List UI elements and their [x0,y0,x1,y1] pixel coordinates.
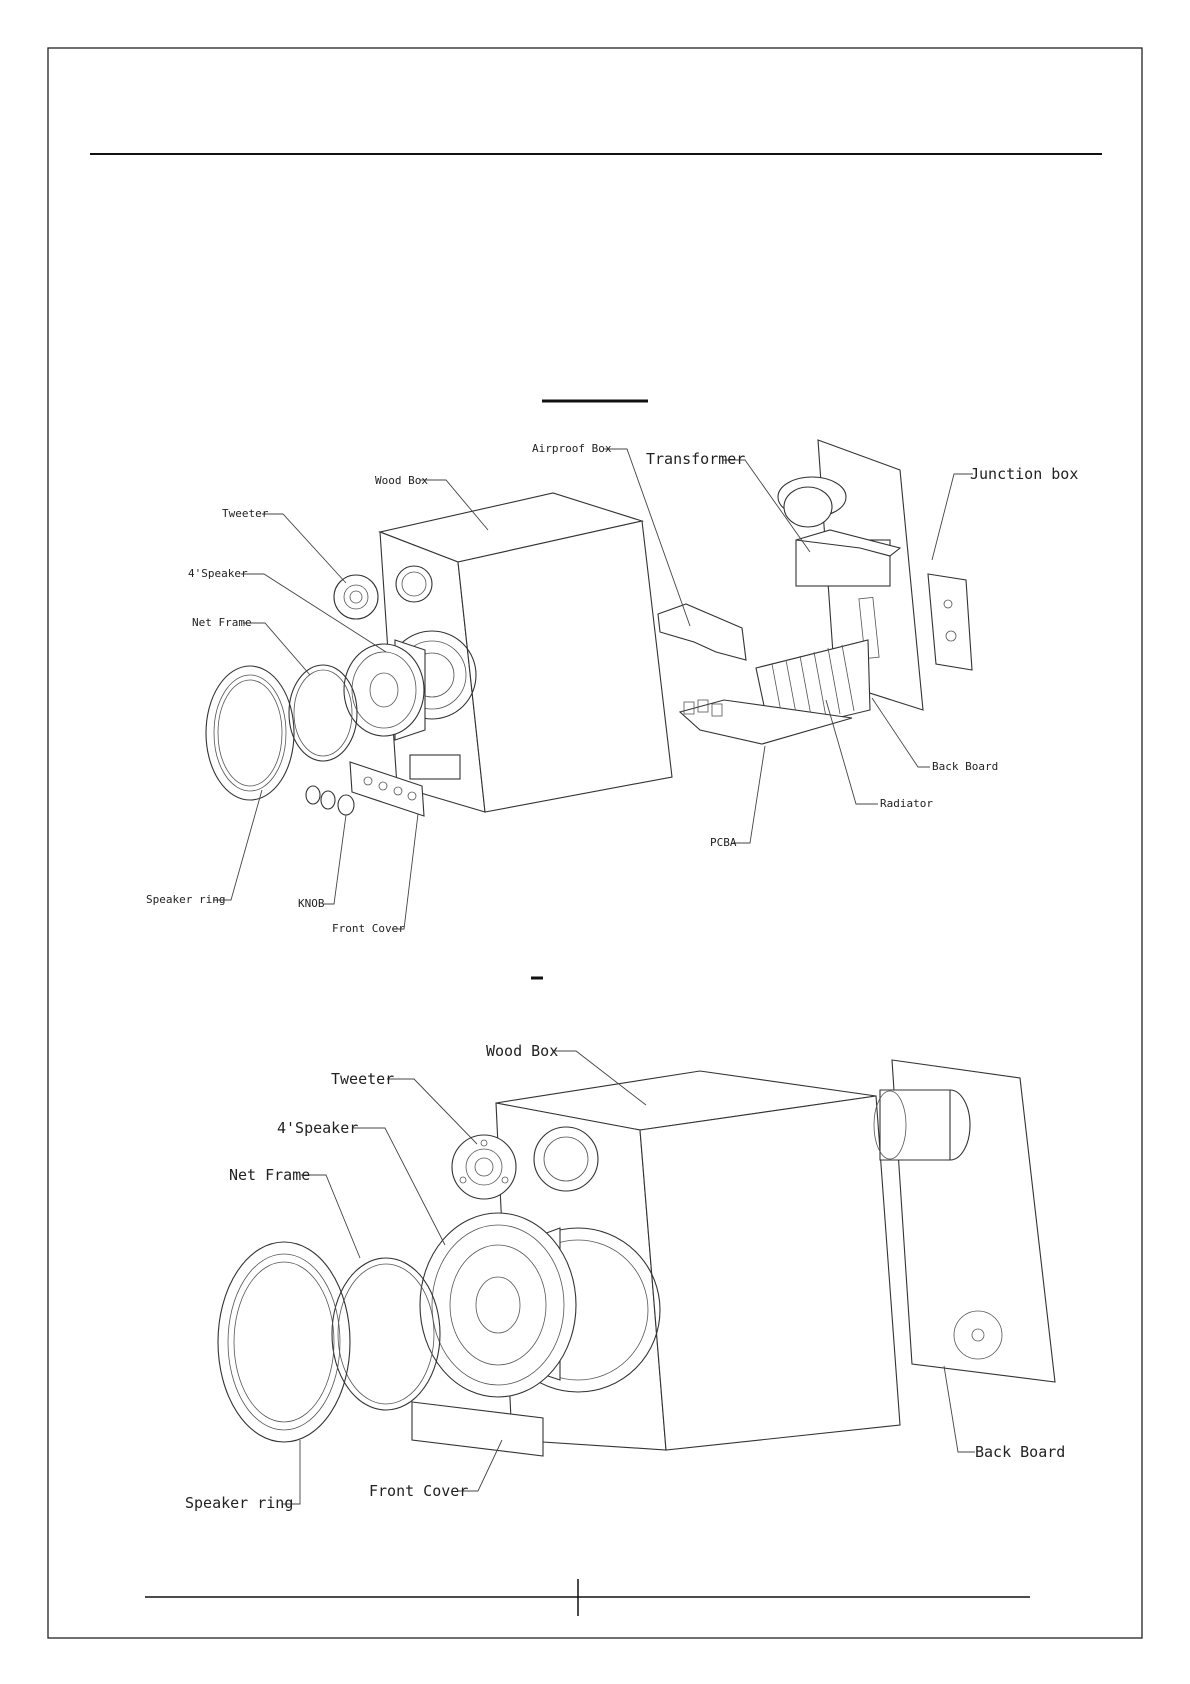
top-label-transformer: Transformer [646,450,745,468]
top-label-front-cover: Front Cover [332,922,405,935]
top-label-airproof-box: Airproof Box [532,442,611,455]
top-junction-box [928,574,972,670]
top-speaker-ring [206,666,294,800]
top-exploded-view [206,440,973,929]
top-label-tweeter: Tweeter [222,507,268,520]
top-label-knob: KNOB [298,897,325,910]
bottom-label-4-speaker: 4'Speaker [277,1119,358,1137]
top-label-4-speaker: 4'Speaker [188,567,248,580]
bottom-back-board [874,1060,1055,1382]
top-label-radiator: Radiator [880,797,933,810]
bottom-label-front-cover: Front Cover [369,1482,468,1500]
top-label-junction-box: Junction box [970,465,1078,483]
bottom-label-speaker-ring: Speaker ring [185,1494,293,1512]
top-knobs [306,786,354,815]
top-label-wood-box: Wood Box [375,474,428,487]
bottom-speaker-ring [218,1242,350,1442]
top-label-back-board: Back Board [932,760,998,773]
top-net-frame [289,665,357,761]
bottom-label-wood-box: Wood Box [486,1042,558,1060]
top-label-speaker-ring: Speaker ring [146,893,225,906]
top-label-pcba: PCBA [710,836,737,849]
bottom-label-net-frame: Net Frame [229,1166,310,1184]
bottom-label-tweeter: Tweeter [331,1070,394,1088]
top-tweeter [334,575,378,619]
top-label-net-frame: Net Frame [192,616,252,629]
bottom-label-back-board: Back Board [975,1443,1065,1461]
bottom-tweeter [452,1135,516,1199]
bottom-4-speaker [420,1213,576,1397]
top-airproof-box [658,604,746,660]
